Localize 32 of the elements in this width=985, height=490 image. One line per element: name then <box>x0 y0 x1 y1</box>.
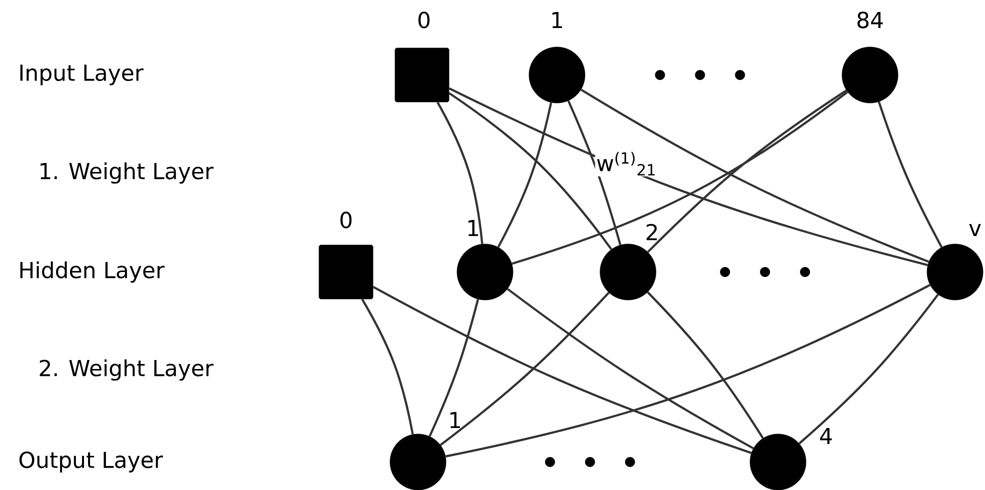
layer-label: Hidden Layer <box>20 261 165 283</box>
connection-line <box>440 292 610 446</box>
layer-label: Input Layer <box>20 64 144 86</box>
connection-line <box>646 291 764 439</box>
connection-line <box>448 92 612 250</box>
connection-line <box>428 299 480 437</box>
connection-line <box>497 102 552 248</box>
node-number: 0 <box>416 10 432 30</box>
connection-line <box>445 284 930 458</box>
node-number: 1 <box>465 218 481 238</box>
layer-label: 1. Weight Layer <box>40 162 214 184</box>
node-number: 1 <box>447 410 463 430</box>
node-number: 1 <box>549 10 565 30</box>
node-number: 84 <box>855 10 885 30</box>
connection-line <box>448 87 928 266</box>
node-number: 0 <box>338 210 354 230</box>
connection-line <box>580 88 930 263</box>
layer-label: 2. Weight Layer <box>40 359 214 381</box>
node-number: v <box>968 222 983 238</box>
connection-line <box>567 100 622 246</box>
connection-line <box>878 101 943 248</box>
connection-line <box>506 288 754 450</box>
node-number: 4 <box>818 426 834 446</box>
connection-line <box>361 298 414 435</box>
connection-line <box>647 90 847 253</box>
connection-line <box>512 91 848 265</box>
edge-label: w$^{(1)}$21 <box>595 150 658 176</box>
connection-line <box>798 294 939 444</box>
connection-line <box>436 102 484 244</box>
node-number: 2 <box>644 222 660 242</box>
layer-label: Output Layer <box>19 452 163 472</box>
connection-line <box>372 286 752 454</box>
